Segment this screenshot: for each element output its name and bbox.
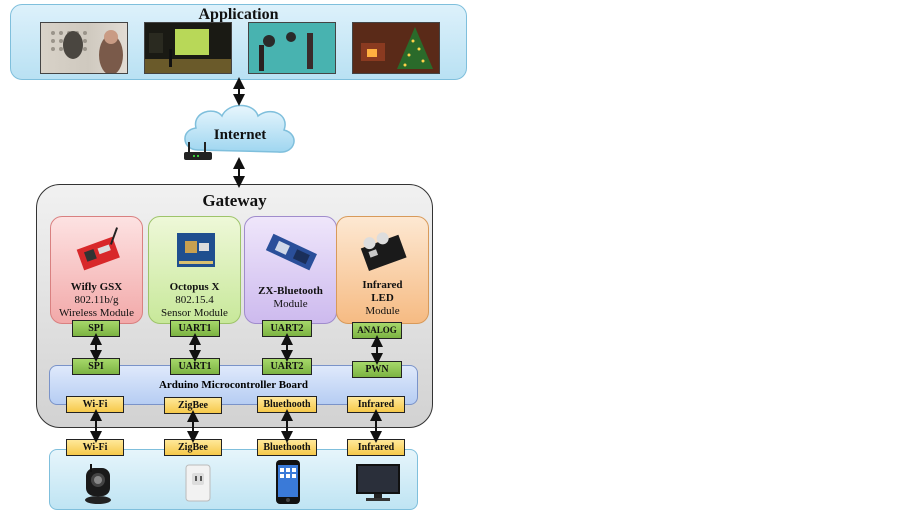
application-image-projection-room [144, 22, 232, 74]
application-title: Application [198, 6, 279, 23]
television-icon [356, 464, 400, 501]
internet-label: Internet [213, 127, 267, 143]
module-wifly-gsx: Wifly GSX 802.11b/g Wireless Module [50, 216, 143, 324]
smartphone-icon [276, 460, 300, 504]
gateway-title: Gateway [202, 191, 267, 210]
module-line3: Wireless Module [58, 307, 134, 319]
octopus-board-icon [177, 233, 215, 267]
module-infrared-led: Infrared LED Module [336, 216, 429, 324]
ip-camera-icon [85, 464, 111, 504]
module-line2: 802.11b/g [74, 294, 119, 306]
infrared-led-icon [360, 232, 407, 271]
module-line2: LED [371, 292, 394, 304]
module-line3: Module [365, 305, 400, 317]
module-line2: Module [273, 298, 308, 310]
smart-plug-icon [185, 464, 211, 502]
module-name: Octopus X [169, 281, 220, 293]
module-line2: 802.15.4 [175, 294, 214, 306]
module-name: Wifly GSX [70, 281, 123, 293]
wifly-board-icon [76, 227, 120, 271]
application-image-gesture-wall [248, 22, 336, 74]
application-image-interactive-wall [40, 22, 128, 74]
gateway-interface-infrared: Infrared [347, 396, 405, 413]
router-icon [184, 142, 212, 160]
application-image-christmas-tree [352, 22, 440, 74]
module-zx-bluetooth: ZX-Bluetooth Module [244, 216, 337, 324]
module-name: Infrared [362, 279, 403, 291]
module-octopus-x: Octopus X 802.15.4 Sensor Module [148, 216, 241, 324]
bluetooth-board-icon [265, 233, 317, 271]
module-name: ZX-Bluetooth [258, 285, 323, 297]
module-line3: Sensor Module [161, 307, 228, 319]
arduino-board-label: Arduino Microcontroller Board [158, 379, 309, 391]
